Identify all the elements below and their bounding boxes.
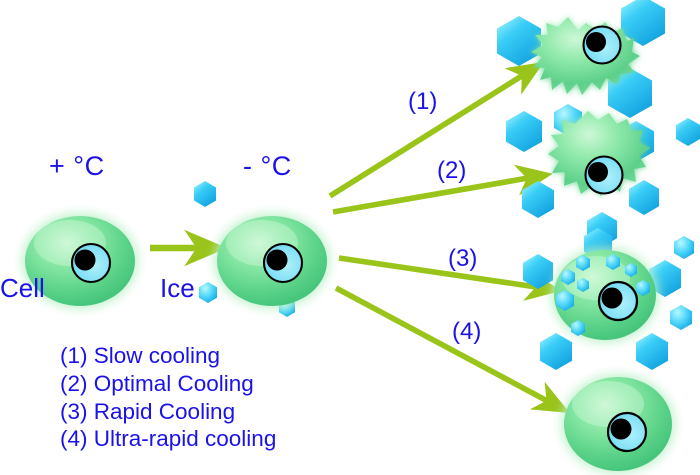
legend-item-rapid-cooling: (3) Rapid Cooling: [60, 398, 236, 424]
arrow-label-3: (3): [448, 245, 478, 272]
ice-crystal-intracellular: [561, 269, 575, 285]
nucleolus: [610, 418, 632, 440]
ice-hexagon: [608, 68, 652, 118]
outcome-optimal-cooling: [506, 111, 700, 247]
outcome-ultra-rapid-cooling: [561, 374, 675, 474]
legend-item-ultra-rapid-cooling: (4) Ultra-rapid cooling: [60, 426, 277, 452]
legend: (1) Slow cooling (2) Optimal Cooling (3)…: [60, 342, 276, 453]
ice-crystal-intracellular: [556, 290, 574, 311]
label-warm-temperature: + °C: [49, 151, 105, 181]
ice-hexagon: [523, 254, 553, 289]
cell-cold: [214, 213, 330, 309]
ice-hexagon: [674, 236, 694, 259]
ice-crystal-intracellular: [636, 280, 650, 296]
arrow-slow-cooling: [328, 61, 545, 199]
ice-hexagon: [670, 305, 692, 330]
label-cell: Cell: [0, 273, 45, 303]
nucleolus: [588, 162, 608, 182]
arrow-ultra-rapid-cooling: [334, 285, 570, 413]
arrow-optimal-cooling: [332, 164, 553, 215]
label-cold-temperature: - °C: [243, 151, 292, 181]
ice-hexagon: [194, 181, 216, 207]
ice-crystal-intracellular: [625, 263, 637, 277]
arrow-label-4: (4): [452, 318, 482, 345]
ice-hexagon: [506, 111, 542, 152]
ice-hexagon: [676, 118, 700, 146]
outcome-arrows: [328, 61, 570, 413]
legend-item-slow-cooling: (1) Slow cooling: [60, 343, 221, 368]
ice-crystal-intracellular: [576, 255, 590, 271]
ice-crystal-intracellular: [577, 278, 589, 292]
outcome-rapid-cooling: [523, 228, 694, 370]
arrow-label-1: (1): [408, 88, 438, 115]
label-ice: Ice: [160, 273, 195, 303]
outcome-slow-cooling: [497, 0, 665, 136]
ice-hexagon: [522, 181, 554, 218]
nucleolus: [601, 287, 623, 309]
ice-hexagon: [199, 282, 217, 303]
arrow-rapid-cooling: [338, 255, 562, 301]
nucleolus: [266, 249, 288, 271]
intracellular-ice-group: [556, 254, 650, 336]
ice-hexagon: [540, 333, 572, 370]
legend-item-optimal-cooling: (2) Optimal Cooling: [60, 370, 254, 396]
ice-hexagon: [629, 180, 659, 215]
ice-crystal-intracellular: [571, 320, 585, 336]
nucleolus: [586, 32, 606, 52]
ice-hexagon: [621, 0, 665, 46]
ice-crystal-intracellular: [606, 254, 620, 270]
cell-warm: [22, 213, 138, 309]
ice-hexagon: [636, 333, 668, 370]
ice-hexagon: [497, 16, 541, 66]
arrow-label-2: (2): [437, 157, 467, 184]
cell-membrane-crenated: [548, 111, 650, 196]
nucleolus: [74, 249, 96, 271]
